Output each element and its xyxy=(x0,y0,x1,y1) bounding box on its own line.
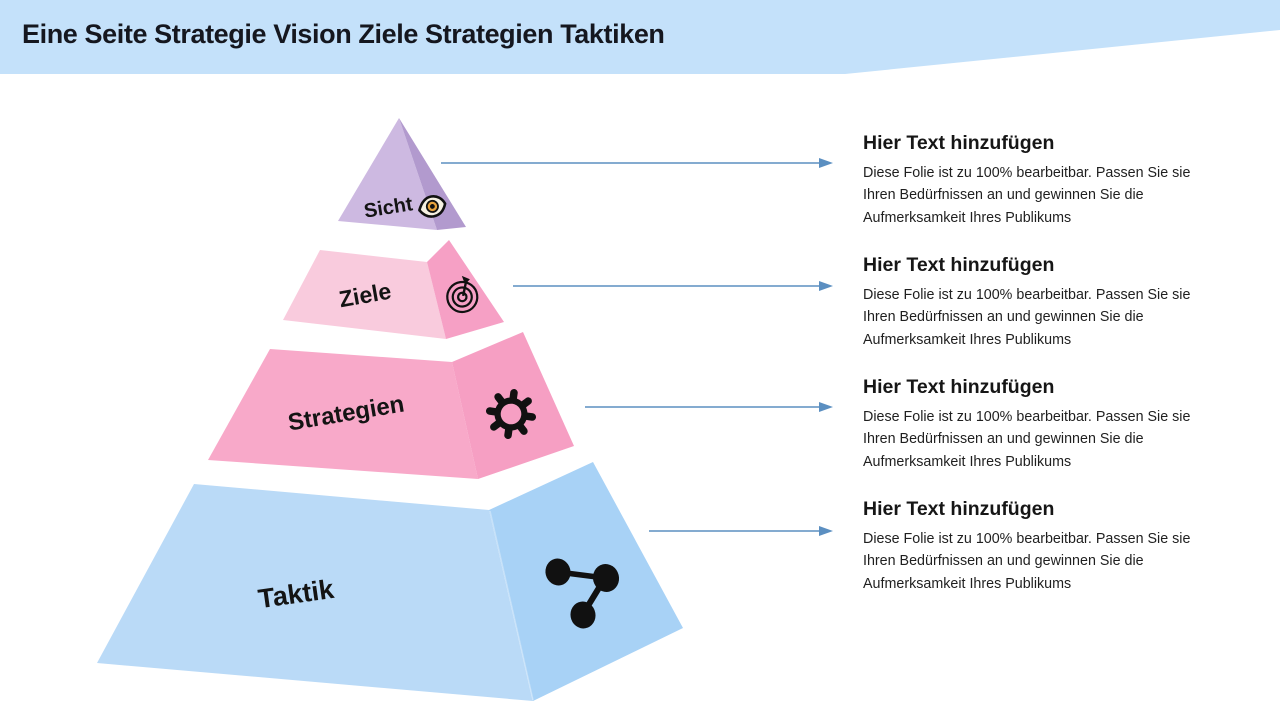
taktik-fold-line xyxy=(489,510,534,701)
callout-title: Hier Text hinzufügen xyxy=(863,254,1055,276)
pyramid-level-taktik[interactable]: Taktik xyxy=(97,462,683,701)
pyramid-level-ziele[interactable]: Ziele xyxy=(283,240,504,339)
target-icon xyxy=(446,275,479,314)
callout-block-3[interactable]: Hier Text hinzufügen Diese Folie ist zu … xyxy=(863,375,1191,473)
callout-body: Diese Folie ist zu 100% bearbeitbar. Pas… xyxy=(863,531,1191,592)
callout-title: Hier Text hinzufügen xyxy=(863,132,1055,154)
taktik-front-face[interactable] xyxy=(97,484,533,701)
callout-block-4[interactable]: Hier Text hinzufügen Diese Folie ist zu … xyxy=(863,497,1191,595)
callout-body: Diese Folie ist zu 100% bearbeitbar. Pas… xyxy=(863,409,1191,470)
ziele-front-face[interactable] xyxy=(283,250,446,339)
gear-icon xyxy=(485,388,537,440)
taktik-side-face[interactable] xyxy=(489,462,683,701)
pyramid-level-strategien[interactable]: Strategien xyxy=(208,332,574,479)
callout-title: Hier Text hinzufügen xyxy=(863,498,1055,520)
callout-body: Diese Folie ist zu 100% bearbeitbar. Pas… xyxy=(863,287,1191,348)
sicht-front-face[interactable] xyxy=(338,118,437,230)
pyramid-level-sicht[interactable]: Sicht xyxy=(338,118,466,230)
strategien-front-face[interactable] xyxy=(208,349,478,479)
eye-icon xyxy=(418,194,447,218)
page-title: Eine Seite Strategie Vision Ziele Strate… xyxy=(22,19,665,49)
sicht-side-face[interactable] xyxy=(399,118,466,230)
callout-block-1[interactable]: Hier Text hinzufügen Diese Folie ist zu … xyxy=(863,131,1191,229)
callout-block-2[interactable]: Hier Text hinzufügen Diese Folie ist zu … xyxy=(863,253,1191,351)
callout-body: Diese Folie ist zu 100% bearbeitbar. Pas… xyxy=(863,165,1191,226)
strategy-pyramid: Sicht Ziele Strategien xyxy=(97,118,683,701)
callout-title: Hier Text hinzufügen xyxy=(863,376,1055,398)
share-nodes-icon xyxy=(545,558,620,629)
